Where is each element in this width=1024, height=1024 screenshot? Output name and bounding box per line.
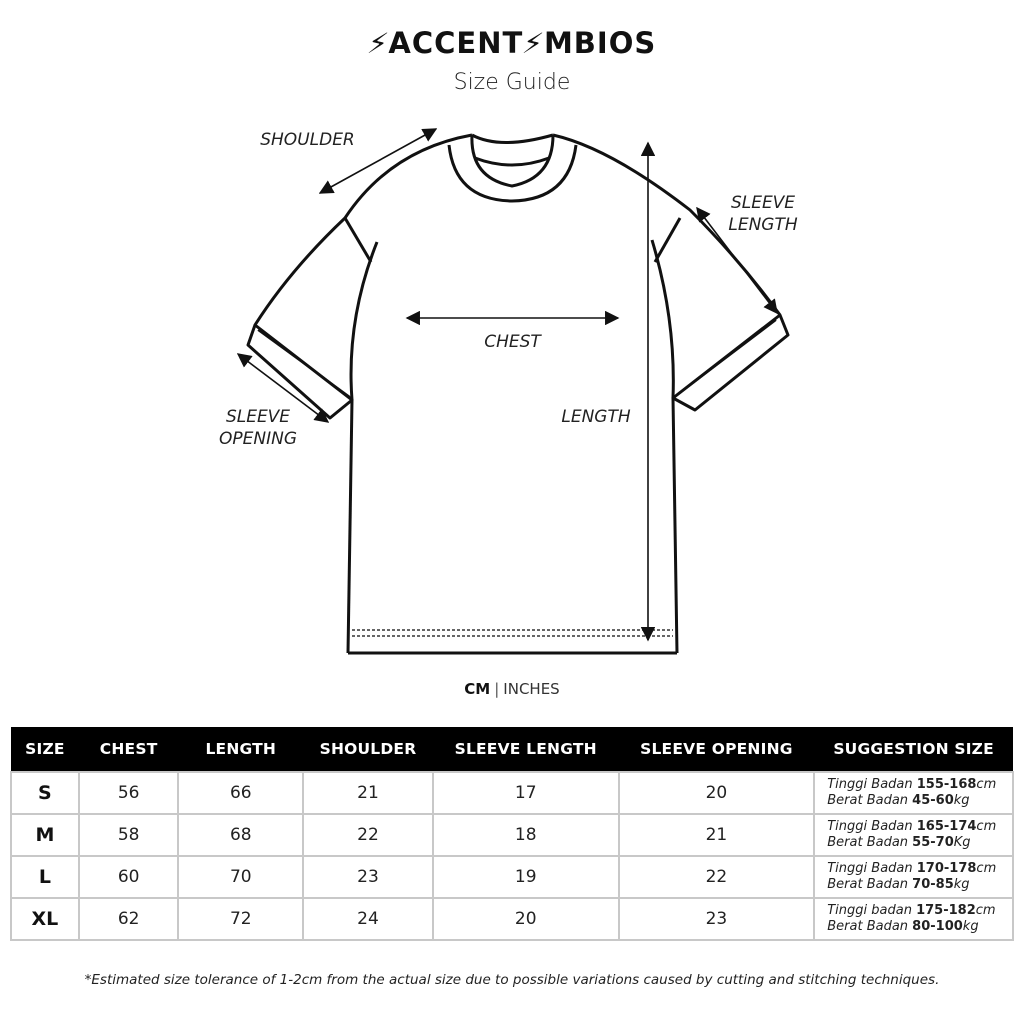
cell-shoulder: 22 xyxy=(302,813,434,857)
height-suggestion: Tinggi badan 175-182cm xyxy=(827,903,996,918)
header-length: LENGTH xyxy=(178,727,304,772)
unit-toggle: CM|INCHES xyxy=(0,680,1024,698)
brand-logo: ⚡ACCENT⚡MBIOS xyxy=(0,26,1024,60)
cell-suggestion: Tinggi Badan 155-168cm Berat Badan 45-60… xyxy=(813,771,1014,815)
cell-shoulder: 24 xyxy=(302,897,434,941)
sleeve-opening-label-line2: OPENING xyxy=(219,429,297,449)
header-suggestion-size: SUGGESTION SIZE xyxy=(814,727,1013,772)
table-header-row: SIZE CHEST LENGTH SHOULDER SLEEVE LENGTH… xyxy=(11,727,1013,772)
length-label: LENGTH xyxy=(561,407,631,427)
weight-suggestion: Berat Badan 70-85kg xyxy=(827,877,970,892)
cell-length: 66 xyxy=(177,771,305,815)
table-row: S 56 66 21 17 20 Tinggi Badan 155-168cm … xyxy=(10,771,1014,815)
cell-sleeve-opening: 23 xyxy=(617,897,816,941)
sleeve-length-label: SLEEVE LENGTH xyxy=(718,192,808,236)
cell-chest: 56 xyxy=(77,771,180,815)
size-chart-table: SIZE CHEST LENGTH SHOULDER SLEEVE LENGTH… xyxy=(10,727,1014,941)
header-size: SIZE xyxy=(11,727,79,772)
cell-sleeve-length: 19 xyxy=(431,855,620,899)
cell-sleeve-length: 18 xyxy=(431,813,620,857)
cell-length: 72 xyxy=(177,897,305,941)
cell-size: S xyxy=(10,771,80,815)
brand-name-part1: ACCENT xyxy=(388,26,524,60)
unit-inches[interactable]: INCHES xyxy=(503,680,560,698)
cell-suggestion: Tinggi Badan 165-174cm Berat Badan 55-70… xyxy=(813,813,1014,857)
table-row: L 60 70 23 19 22 Tinggi Badan 170-178cm … xyxy=(10,855,1014,899)
header-chest: CHEST xyxy=(78,727,179,772)
cell-length: 68 xyxy=(177,813,305,857)
sleeve-opening-label: SLEEVE OPENING xyxy=(208,406,308,450)
cell-sleeve-opening: 22 xyxy=(617,855,816,899)
weight-suggestion: Berat Badan 80-100kg xyxy=(827,919,979,934)
sleeve-opening-label-line1: SLEEVE xyxy=(225,407,291,427)
cell-sleeve-length: 17 xyxy=(431,771,620,815)
header-sleeve-length: SLEEVE LENGTH xyxy=(432,727,619,772)
sleeve-length-label-line2: LENGTH xyxy=(728,215,798,235)
weight-suggestion: Berat Badan 45-60kg xyxy=(827,793,970,808)
cell-shoulder: 23 xyxy=(302,855,434,899)
cell-length: 70 xyxy=(177,855,305,899)
cell-sleeve-length: 20 xyxy=(431,897,620,941)
cell-size: M xyxy=(10,813,80,857)
cell-chest: 58 xyxy=(77,813,180,857)
cell-chest: 62 xyxy=(77,897,180,941)
cell-size: L xyxy=(10,855,80,899)
shoulder-label: SHOULDER xyxy=(260,130,355,150)
bolt-icon: ⚡ xyxy=(520,27,547,60)
unit-cm[interactable]: CM xyxy=(464,680,491,698)
page-title: Size Guide xyxy=(453,70,571,95)
cell-suggestion: Tinggi Badan 170-178cm Berat Badan 70-85… xyxy=(813,855,1014,899)
unit-separator: | xyxy=(494,680,500,698)
brand-name-part2: MBIOS xyxy=(543,26,657,60)
table-row: M 58 68 22 18 21 Tinggi Badan 165-174cm … xyxy=(10,813,1014,857)
cell-sleeve-opening: 21 xyxy=(617,813,816,857)
cell-chest: 60 xyxy=(77,855,180,899)
sleeve-length-label-line1: SLEEVE xyxy=(730,193,796,213)
height-suggestion: Tinggi Badan 170-178cm xyxy=(827,861,997,876)
header-shoulder: SHOULDER xyxy=(303,727,433,772)
height-suggestion: Tinggi Badan 155-168cm xyxy=(827,777,997,792)
cell-suggestion: Tinggi badan 175-182cm Berat Badan 80-10… xyxy=(813,897,1014,941)
weight-suggestion: Berat Badan 55-70Kg xyxy=(827,835,971,850)
size-tolerance-footnote: *Estimated size tolerance of 1-2cm from … xyxy=(84,972,940,988)
cell-size: XL xyxy=(10,897,80,941)
tshirt-outline-icon xyxy=(236,128,790,655)
chest-label: CHEST xyxy=(484,332,541,352)
table-row: XL 62 72 24 20 23 Tinggi badan 175-182cm… xyxy=(10,897,1014,941)
tshirt-diagram: SHOULDER SLEEVE LENGTH CHEST LENGTH SLEE… xyxy=(0,110,1024,670)
height-suggestion: Tinggi Badan 165-174cm xyxy=(827,819,997,834)
header-sleeve-opening: SLEEVE OPENING xyxy=(618,727,815,772)
cell-sleeve-opening: 20 xyxy=(617,771,816,815)
cell-shoulder: 21 xyxy=(302,771,434,815)
